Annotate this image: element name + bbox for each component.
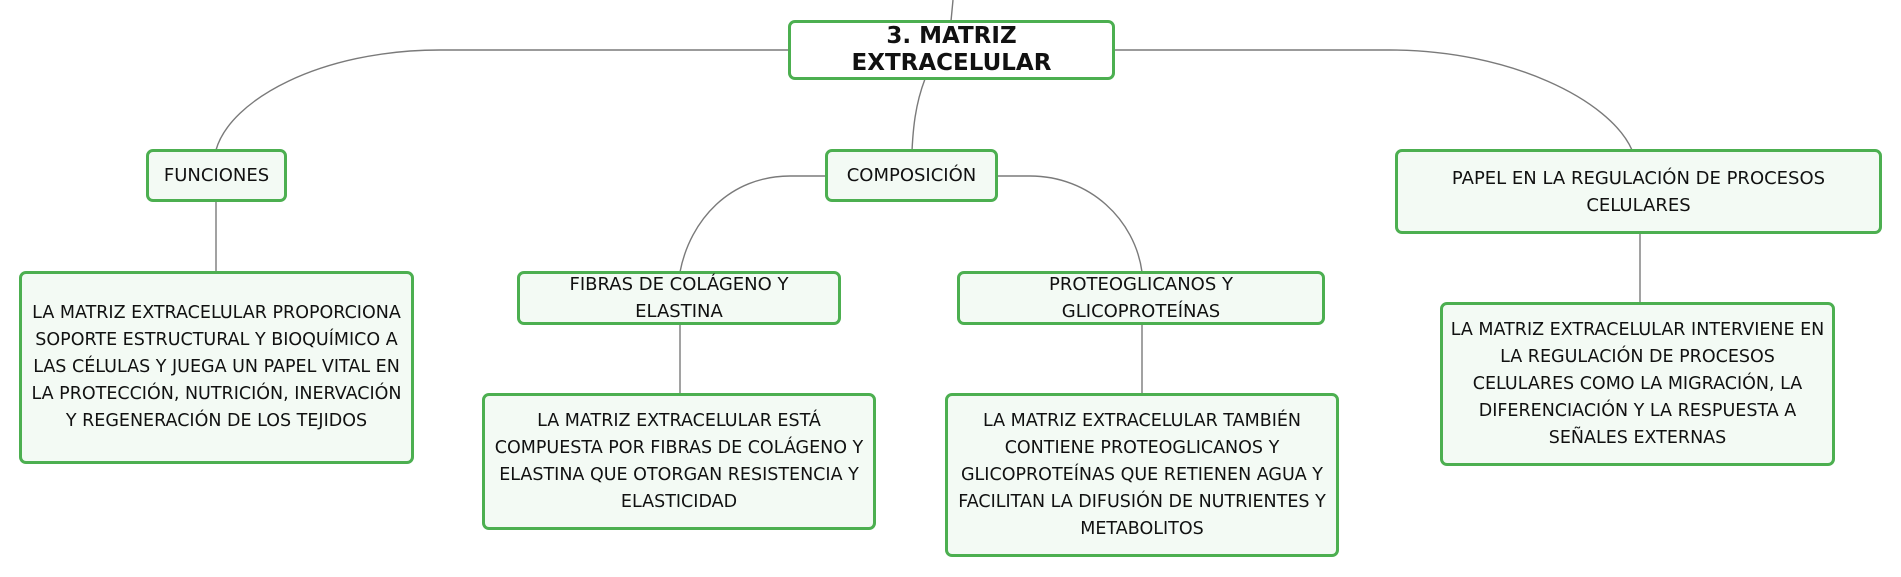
root-label: 3. MATRIZ EXTRACELULAR — [851, 23, 1052, 76]
fibras-detail-text: LA MATRIZ EXTRACELULAR ESTÁ COMPUESTA PO… — [494, 410, 864, 512]
fibras-detail-node[interactable]: LA MATRIZ EXTRACELULAR ESTÁ COMPUESTA PO… — [482, 393, 876, 530]
connector-composicion-proteoglicanos — [997, 175, 1143, 273]
connector-composicion-fibras — [679, 175, 826, 273]
fibras-label: FIBRAS DE COLÁGENO Y ELASTINA — [569, 274, 789, 322]
funciones-node[interactable]: FUNCIONES — [146, 149, 287, 202]
fibras-node[interactable]: FIBRAS DE COLÁGENO Y ELASTINA — [517, 271, 841, 325]
connector-root-composicion — [911, 78, 926, 152]
proteoglicanos-detail-node[interactable]: LA MATRIZ EXTRACELULAR TAMBIÉN CONTIENE … — [945, 393, 1339, 557]
papel-detail-node[interactable]: LA MATRIZ EXTRACELULAR INTERVIENE EN LA … — [1440, 302, 1835, 466]
papel-label: PAPEL EN LA REGULACIÓN DE PROCESOS CELUL… — [1451, 167, 1826, 216]
funciones-label: FUNCIONES — [163, 165, 270, 186]
papel-node[interactable]: PAPEL EN LA REGULACIÓN DE PROCESOS CELUL… — [1395, 149, 1882, 234]
proteoglicanos-detail-text: LA MATRIZ EXTRACELULAR TAMBIÉN CONTIENE … — [958, 410, 1326, 539]
connector-top-incoming — [950, 0, 954, 22]
funciones-detail-node[interactable]: LA MATRIZ EXTRACELULAR PROPORCIONA SOPOR… — [19, 271, 414, 464]
papel-detail-text: LA MATRIZ EXTRACELULAR INTERVIENE EN LA … — [1450, 319, 1825, 448]
funciones-detail-text: LA MATRIZ EXTRACELULAR PROPORCIONA SOPOR… — [31, 303, 402, 431]
composicion-node[interactable]: COMPOSICIÓN — [825, 149, 998, 202]
connector-root-papel — [1115, 49, 1633, 151]
proteoglicanos-node[interactable]: PROTEOGLICANOS Y GLICOPROTEÍNAS — [957, 271, 1325, 325]
composicion-label: COMPOSICIÓN — [846, 165, 977, 186]
connector-root-funciones — [215, 49, 788, 151]
proteoglicanos-label: PROTEOGLICANOS Y GLICOPROTEÍNAS — [1048, 274, 1233, 322]
root-node[interactable]: 3. MATRIZ EXTRACELULAR — [788, 20, 1115, 80]
